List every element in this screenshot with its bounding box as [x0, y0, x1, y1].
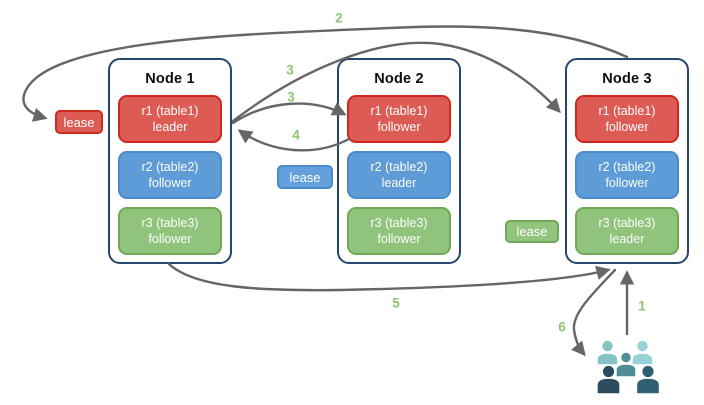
person-bottom-right	[635, 364, 661, 395]
person-top-left	[596, 339, 619, 366]
replica-label: r3 (table3)	[141, 216, 199, 230]
replica-role: follower	[148, 176, 192, 190]
replica-r2-table2-leader: r2 (table2) leader	[347, 151, 451, 199]
replica-r2-table2-follower: r2 (table2) follower	[118, 151, 222, 199]
replica-role: follower	[377, 232, 421, 246]
replica-role: leader	[609, 232, 645, 246]
arrow-step-3-to-node2	[231, 102, 347, 125]
node-2: Node 2 r1 (table1) follower r2 (table2) …	[337, 58, 461, 264]
replica-label: r1 (table1)	[141, 104, 199, 118]
person-top-right	[631, 339, 654, 366]
step-label-6: 6	[558, 319, 566, 335]
replica-r2-table2-follower: r2 (table2) follower	[575, 151, 679, 199]
replica-role: follower	[605, 176, 649, 190]
lease-badge-red: lease	[55, 110, 103, 134]
node-title: Node 3	[602, 71, 652, 87]
users-group-icon	[596, 339, 661, 395]
replica-label: r2 (table2)	[370, 160, 428, 174]
replica-label: r2 (table2)	[598, 160, 656, 174]
person-bottom-left	[596, 364, 621, 395]
replica-role: follower	[377, 120, 421, 134]
replica-r1-table1-follower: r1 (table1) follower	[347, 95, 451, 143]
replica-r3-table3-leader: r3 (table3) leader	[575, 207, 679, 255]
replica-r3-table3-follower: r3 (table3) follower	[347, 207, 451, 255]
replica-role: leader	[152, 120, 188, 134]
node-title: Node 1	[145, 71, 195, 87]
lease-badge-blue: lease	[277, 165, 333, 189]
node-1: Node 1 r1 (table1) leader r2 (table2) fo…	[108, 58, 232, 264]
replica-role: follower	[605, 120, 649, 134]
replica-label: r3 (table3)	[598, 216, 656, 230]
step-label-1: 1	[638, 298, 646, 314]
replica-r1-table1-leader: r1 (table1) leader	[118, 95, 222, 143]
step-label-2: 2	[335, 10, 343, 26]
replica-r1-table1-follower: r1 (table1) follower	[575, 95, 679, 143]
replica-role: follower	[148, 232, 192, 246]
node-3: Node 3 r1 (table1) follower r2 (table2) …	[565, 58, 689, 264]
person-middle	[615, 351, 637, 378]
replica-label: r3 (table3)	[370, 216, 428, 230]
lease-badge-green: lease	[505, 220, 559, 243]
step-label-4: 4	[292, 127, 300, 143]
arrow-step-5	[167, 262, 611, 292]
replica-label: r2 (table2)	[141, 160, 199, 174]
node-title: Node 2	[374, 71, 424, 87]
replica-role: leader	[381, 176, 417, 190]
replica-label: r1 (table1)	[370, 104, 428, 118]
step-label-3a: 3	[286, 62, 294, 78]
step-label-5: 5	[392, 295, 400, 311]
replica-label: r1 (table1)	[598, 104, 656, 118]
replica-r3-table3-follower: r3 (table3) follower	[118, 207, 222, 255]
step-label-3b: 3	[287, 89, 295, 105]
